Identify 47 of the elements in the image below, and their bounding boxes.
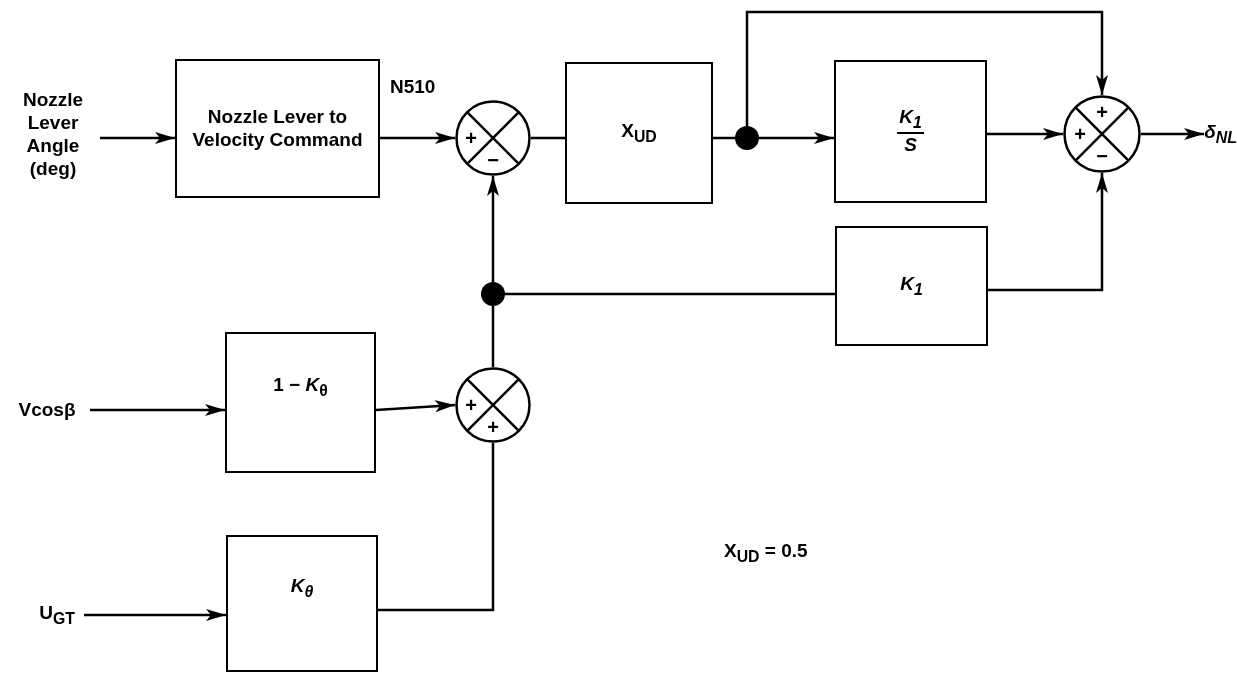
signal-arrow [380,132,455,144]
signal-line [491,306,495,367]
transfer-function-block [834,60,987,203]
signal-arrow [759,132,834,144]
signal-line [505,292,835,296]
sign-label: + [464,395,478,415]
signal-line [713,136,735,140]
sign-label: + [1095,102,1109,122]
block-label: 1 − K$_{θ}$ [273,374,328,401]
signal-label: U$_{GT}$ [39,601,75,629]
sign-label: + [1073,124,1087,144]
transfer-function-block [226,535,378,672]
signal-arrow [988,173,1108,292]
sign-label: − [1095,146,1109,166]
parameter-note: X$_{UD}$ = 0.5 [724,540,808,566]
summing-junction [455,367,531,443]
transfer-function-block [225,332,376,473]
signal-arrow [487,176,499,282]
signal-line [378,443,495,612]
junction-dot [481,282,505,306]
junction-dot [735,126,759,150]
block-label: Nozzle Lever to Velocity Command [191,105,364,152]
signal-arrow [100,132,175,144]
signal-label: Vcosβ [18,398,76,422]
summing-junction [455,100,531,176]
signal-arrow [84,609,226,621]
signal-arrow [1141,128,1204,140]
block-label: K$_{1}$ [900,272,923,300]
block-label: X$_{UD}$ [621,119,657,147]
signal-arrow [90,404,225,416]
signal-arrow [745,10,1108,126]
block-label: S [904,134,917,158]
signal-arrow [987,128,1063,140]
signal-arrow [375,400,456,413]
signal-name: N510 [390,76,436,98]
signal-label: δ$_{NL}$ [1204,120,1237,148]
sign-label: + [486,417,500,437]
signal-label: Nozzle Lever Angle (deg) [21,89,85,181]
sign-label: + [464,128,478,148]
signal-line [531,136,565,140]
summing-junction [1063,95,1141,173]
transfer-function-block [175,59,380,198]
block-label: K$_{θ}$ [290,575,314,602]
sign-label: − [486,150,500,170]
transfer-function-block [565,62,713,204]
transfer-function-block [835,226,988,346]
block-label: K$_{1}$ [897,105,924,135]
